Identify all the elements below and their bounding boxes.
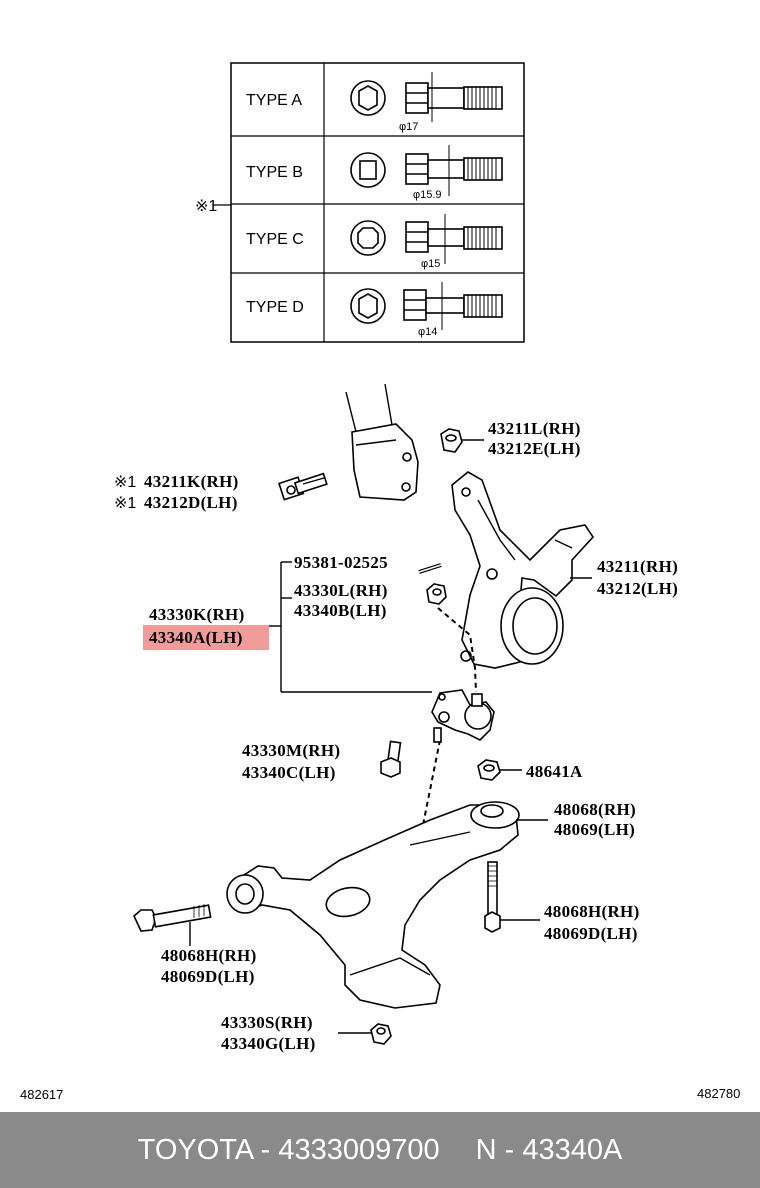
type-a-dimension: φ17: [399, 121, 418, 133]
label-43211k-mark: ※1: [114, 474, 136, 491]
type-c-dimension: φ15: [421, 258, 440, 270]
front-bushing-bolt: [133, 904, 212, 932]
strut-bolt-43211k: [278, 472, 328, 501]
label-43211l: 43211L(RH): [488, 419, 581, 438]
type-b-label: TYPE B: [246, 164, 303, 181]
type-b-bolt-icon: φ15.9: [350, 145, 503, 201]
label-48069d-left: 48069D(LH): [161, 967, 255, 986]
label-43340b: 43340B(LH): [294, 601, 387, 620]
label-43212d-mark: ※1: [114, 495, 136, 512]
label-43340a-highlighted: 43340A(LH): [149, 628, 243, 647]
parts-diagram: ※1 TYPE A TYPE B TYPE C TYPE D φ17: [20, 62, 740, 1102]
strut-nut-43211l: [440, 428, 463, 453]
label-43211k: 43211K(RH): [144, 472, 239, 491]
cotter-pin: [418, 563, 442, 574]
type-d-label: TYPE D: [246, 299, 304, 316]
assembly-line-upper: [437, 607, 477, 693]
label-43211: 43211(RH): [597, 557, 678, 576]
label-48068h-right: 48068H(RH): [544, 902, 640, 921]
label-48068h-left: 48068H(RH): [161, 946, 257, 965]
label-95381: 95381-02525: [294, 553, 388, 572]
arm-nut: [370, 1023, 392, 1045]
footer-bar: TOYOTA - 4333009700 N - 43340A: [0, 1112, 760, 1188]
steering-knuckle: [451, 471, 595, 669]
label-43330l: 43330L(RH): [294, 581, 388, 600]
label-43340c: 43340C(LH): [242, 763, 336, 782]
type-d-dimension: φ14: [418, 326, 437, 338]
label-48069: 48069(LH): [554, 820, 635, 839]
footer-part-code: N - 43340A: [475, 1133, 623, 1166]
label-48069d-right: 48069D(LH): [544, 924, 638, 943]
lower-control-arm: [226, 801, 520, 1009]
label-48641a: 48641A: [526, 762, 583, 781]
footer-brand-part-number: TOYOTA - 4333009700: [137, 1133, 440, 1166]
type-a-bolt-icon: φ17: [350, 72, 503, 133]
lower-ball-joint: [431, 689, 495, 741]
type-b-dimension: φ15.9: [413, 189, 442, 201]
corner-code-left: 482617: [20, 1087, 63, 1102]
strut-bracket-drawing: [345, 383, 419, 501]
bolt-type-table: ※1 TYPE A TYPE B TYPE C TYPE D φ17: [195, 62, 525, 343]
label-43212d: 43212D(LH): [144, 493, 238, 512]
type-table-marker: ※1: [195, 198, 217, 215]
type-a-label: TYPE A: [246, 92, 302, 109]
label-43340g: 43340G(LH): [221, 1034, 316, 1053]
type-c-bolt-icon: φ15: [350, 214, 503, 270]
label-48068: 48068(RH): [554, 800, 636, 819]
label-43330k: 43330K(RH): [149, 605, 245, 624]
type-d-bolt-icon: φ14: [350, 282, 503, 338]
castle-nut: [426, 583, 447, 605]
ball-joint-nut: [477, 759, 501, 781]
highlight-43340a: [143, 625, 269, 650]
label-43212e: 43212E(LH): [488, 439, 581, 458]
ball-joint-bolt: [380, 727, 442, 778]
corner-code-right: 482780: [697, 1086, 740, 1101]
label-43212: 43212(LH): [597, 579, 678, 598]
label-43330m: 43330M(RH): [242, 741, 340, 760]
rear-bushing-bolt: [484, 861, 501, 933]
label-43330s: 43330S(RH): [221, 1013, 313, 1032]
type-c-label: TYPE C: [246, 231, 304, 248]
